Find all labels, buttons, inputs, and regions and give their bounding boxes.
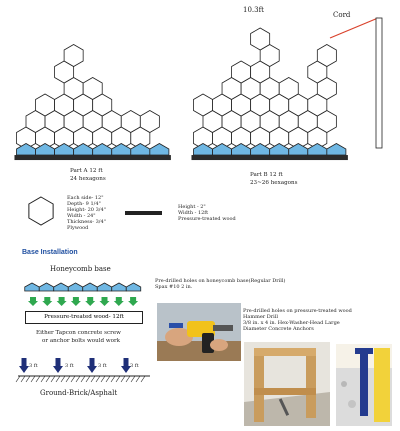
- drill-note-2-line: Diameter Concrete Anchors: [243, 326, 314, 332]
- navy-anchor-arrow: [19, 358, 29, 373]
- hex-spec-line: Plywood: [67, 225, 89, 231]
- green-down-arrow: [113, 297, 124, 306]
- ground-hatch: [90, 375, 96, 383]
- hexagon: [316, 44, 337, 67]
- wall-height-label: 10.3ft: [243, 6, 264, 14]
- hexagon: [63, 44, 84, 67]
- ground-hatch: [35, 375, 41, 383]
- base-half-hexagon: [326, 143, 347, 156]
- ground-hatch: [60, 375, 66, 383]
- ground-hatch: [140, 375, 146, 383]
- honeycomb-base-piece: [82, 282, 98, 292]
- ground-hatch: [100, 375, 106, 383]
- drill-note-2-line: Hammer Drill: [243, 314, 278, 320]
- green-down-arrow: [42, 297, 53, 306]
- ground-hatch: [40, 375, 46, 383]
- base-installation-heading: Base Installation: [22, 249, 78, 256]
- green-down-arrow: [128, 297, 139, 306]
- part-b-title: Part B 12 ft: [250, 172, 283, 178]
- part-b-count: 23~26 hexagons: [250, 180, 298, 186]
- green-down-arrow: [56, 297, 67, 306]
- wood-frame-illustration: [244, 342, 330, 426]
- anchor-photo: [336, 344, 392, 426]
- ground-label: Ground-Brick/Asphalt: [40, 389, 118, 397]
- wood-spec-line: Height - 2": [178, 204, 206, 210]
- spacing-label: 3 ft: [130, 363, 139, 369]
- hexagon: [92, 93, 113, 117]
- honeycomb-base-piece: [24, 282, 40, 292]
- ground-hatch: [65, 375, 71, 383]
- ground-hatch: [75, 375, 81, 383]
- wood-spec-line: Width - 12ft: [178, 210, 209, 216]
- base-half-hexagon: [149, 143, 170, 156]
- ground-hatch: [95, 375, 101, 383]
- hex-spec-line: Width - 24": [67, 213, 96, 219]
- spacing-label: 3 ft: [29, 363, 38, 369]
- spacing-label: 3 ft: [98, 363, 107, 369]
- hex-spec-line: Depth- 9 1/4": [67, 201, 101, 207]
- green-down-arrow: [28, 297, 38, 306]
- honeycomb-base-piece: [67, 282, 84, 292]
- navy-anchor-arrow: [87, 358, 97, 373]
- hex-spec-line: Height- 20 3/4": [67, 207, 106, 213]
- hexagon: [139, 110, 160, 133]
- drill-note-1-line: Spax #10 2 in.: [155, 284, 193, 290]
- cord-post: [375, 17, 383, 149]
- ground-hatch: [125, 375, 131, 383]
- ground-hatch: [85, 375, 91, 383]
- ground-hatch: [135, 375, 141, 383]
- pressure-wood-box: Pressure-treated wood- 12ft: [25, 311, 143, 324]
- green-down-arrow: [85, 297, 96, 306]
- honeycomb-base-piece: [38, 282, 55, 292]
- wood-frame-photo: [244, 342, 330, 426]
- honeycomb-base-piece: [125, 282, 142, 292]
- ground-hatch: [120, 375, 126, 383]
- anchor-illustration: [336, 344, 392, 426]
- wood-beam-spec-icon: [125, 211, 162, 215]
- green-down-arrow: [70, 297, 81, 306]
- drill-note-2-line: Pre-drilled holes on pressure-treated wo…: [243, 308, 352, 314]
- pressure-wood-beam: [14, 155, 171, 161]
- hexagon-spec-icon: [28, 196, 54, 226]
- spacing-label: 3 ft: [65, 363, 74, 369]
- ground-hatch: [30, 375, 36, 383]
- ground-hatch: [15, 375, 21, 383]
- ground-hatch: [70, 375, 76, 383]
- hex-spec-line: Thickness- 3/4": [67, 219, 106, 225]
- navy-anchor-arrow: [53, 358, 63, 373]
- ground-hatch: [55, 375, 61, 383]
- drill-photo-illustration: [157, 303, 241, 361]
- honeycomb-base-piece: [111, 282, 127, 292]
- pressure-wood-label: Pressure-treated wood- 12ft: [44, 314, 124, 320]
- part-a-count: 24 hexagons: [70, 176, 106, 182]
- green-down-arrow: [99, 297, 110, 306]
- ground-hatch: [110, 375, 116, 383]
- wood-spec-line: Pressure-treated wood: [178, 216, 236, 222]
- part-a-title: Part A 12 ft: [70, 168, 103, 174]
- ground-hatch: [20, 375, 26, 383]
- drill-photo: [157, 303, 241, 361]
- ground-hatch: [45, 375, 51, 383]
- ground-hatch: [115, 375, 121, 383]
- hexagon: [250, 27, 271, 51]
- ground-hatch: [25, 375, 31, 383]
- ground-hatch: [50, 375, 56, 383]
- ground-hatch: [80, 375, 86, 383]
- honeycomb-base-label: Honeycomb base: [50, 265, 111, 273]
- bolts-note-line: Either Tapcon concrete screw: [36, 330, 121, 336]
- bolts-note-line: or anchor bolts would work: [42, 338, 121, 344]
- navy-anchor-arrow: [121, 358, 131, 373]
- honeycomb-base-piece: [53, 282, 69, 292]
- drill-note-2-line: 3/8 in. x 4 in. Hex-Washer-Head Large: [243, 320, 340, 326]
- hex-spec-line: Each side- 12": [67, 195, 104, 201]
- cord-line: [329, 17, 379, 39]
- ground-hatch: [105, 375, 111, 383]
- honeycomb-base-piece: [96, 282, 113, 292]
- pressure-wood-beam: [191, 155, 348, 161]
- cord-label: Cord: [333, 11, 351, 19]
- ground-hatch: [130, 375, 136, 383]
- drill-note-1-line: Pre-drilled holes on honeycomb base(Regu…: [155, 278, 286, 284]
